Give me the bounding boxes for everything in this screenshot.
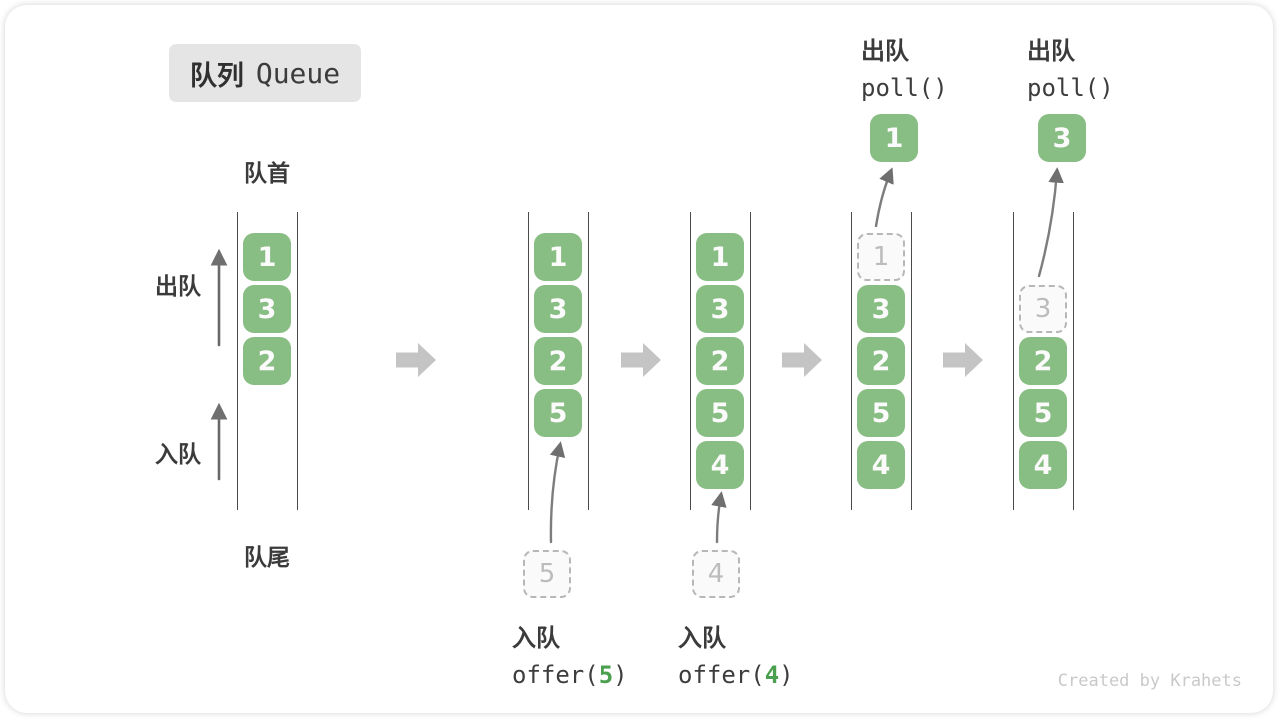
queue-item: 2 (534, 337, 582, 385)
queue-item-removed: 1 (857, 233, 905, 281)
queue-state-2: 1 3 2 5 (528, 212, 589, 510)
queue-item: 2 (696, 337, 744, 385)
op-action-text: 入队 (678, 625, 726, 652)
code-pre: offer( (512, 661, 599, 689)
pending-enqueue-box: 5 (523, 550, 571, 598)
operation-label-offer-5: 入队 offer(5) (512, 618, 628, 689)
queue-item: 2 (243, 337, 291, 385)
queue-item: 5 (534, 389, 582, 437)
dequeue-arrow-icon (874, 167, 894, 228)
code-post: ) (779, 661, 794, 689)
enqueue-arrow-icon (711, 491, 727, 544)
title-badge: 队列 Queue (169, 44, 361, 102)
polled-item-box: 3 (1038, 114, 1086, 162)
op-code-text: offer(4) (678, 661, 794, 689)
label-dequeue: 出队 (155, 273, 201, 299)
right-block-arrow-icon (943, 343, 983, 377)
op-code-text: poll() (1027, 74, 1114, 102)
dequeue-arrow-icon (1037, 167, 1064, 278)
op-action-text: 出队 (861, 38, 909, 65)
code-arg: 4 (764, 661, 780, 689)
right-block-arrow-icon (782, 343, 822, 377)
label-queue-front: 队首 (244, 160, 290, 186)
code-arg: 5 (598, 661, 614, 689)
queue-state-3: 1 3 2 5 4 (690, 212, 751, 510)
enqueue-up-arrow-icon (210, 402, 228, 481)
op-action-text: 入队 (512, 625, 560, 652)
op-code-text: poll() (861, 74, 948, 102)
op-code-text: offer(5) (512, 661, 628, 689)
code-post: ) (613, 661, 628, 689)
queue-item-removed: 3 (1019, 285, 1067, 333)
label-queue-rear: 队尾 (244, 544, 290, 570)
code-pre: offer( (678, 661, 765, 689)
queue-item: 2 (1019, 337, 1067, 385)
title-zh: 队列 (189, 60, 244, 91)
enqueue-arrow-icon (549, 441, 566, 544)
operation-label-offer-4: 入队 offer(4) (678, 618, 794, 689)
queue-state-1: 1 3 2 (237, 212, 298, 510)
queue-item: 1 (696, 233, 744, 281)
queue-item: 4 (857, 441, 905, 489)
op-action-text: 出队 (1027, 38, 1075, 65)
queue-item: 1 (534, 233, 582, 281)
title-en: Queue (255, 56, 341, 90)
right-block-arrow-icon (396, 343, 436, 377)
queue-item: 3 (696, 285, 744, 333)
watermark: Created by Krahets (1057, 671, 1242, 691)
queue-item: 3 (534, 285, 582, 333)
queue-state-4: 1 3 2 5 4 (851, 212, 912, 510)
queue-item: 3 (857, 285, 905, 333)
polled-item-box: 1 (870, 114, 918, 162)
right-block-arrow-icon (621, 343, 661, 377)
operation-label-poll-1: 出队 poll() (861, 31, 948, 102)
queue-item: 5 (696, 389, 744, 437)
operation-label-poll-2: 出队 poll() (1027, 31, 1114, 102)
dequeue-up-arrow-icon (210, 248, 228, 347)
queue-state-5: 3 2 5 4 (1013, 212, 1074, 510)
queue-item: 5 (1019, 389, 1067, 437)
queue-item: 4 (696, 441, 744, 489)
queue-item: 2 (857, 337, 905, 385)
label-enqueue: 入队 (155, 441, 201, 467)
queue-item: 4 (1019, 441, 1067, 489)
queue-item: 1 (243, 233, 291, 281)
queue-item: 5 (857, 389, 905, 437)
pending-enqueue-box: 4 (692, 550, 740, 598)
queue-item: 3 (243, 285, 291, 333)
